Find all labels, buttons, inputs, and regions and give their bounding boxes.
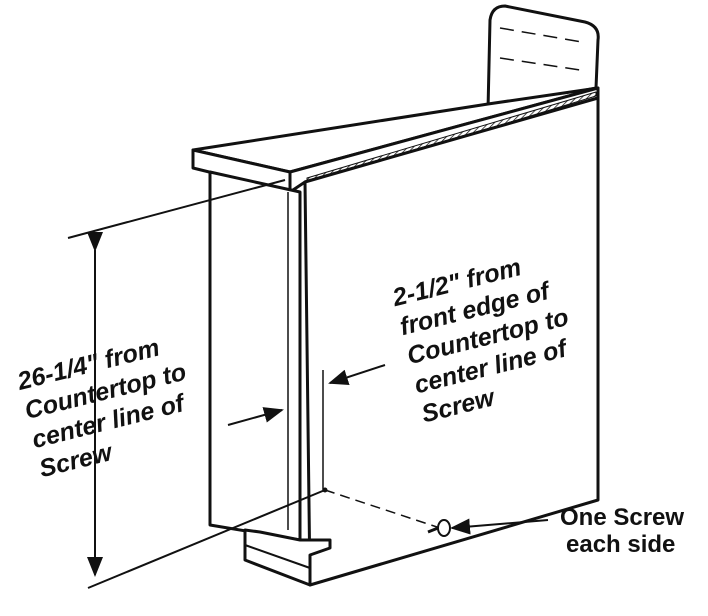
backsplash (486, 4, 600, 112)
cabinet (191, 4, 600, 587)
depth-label: 2-1/2" from front edge of Countertop to … (389, 253, 572, 428)
left-arrow (227, 407, 284, 426)
dimension-lines (67, 179, 549, 589)
height-label: 26-1/4" from Countertop to center line o… (14, 334, 190, 484)
depth-leader-arrow (328, 364, 386, 386)
screw-leader-arrow (450, 518, 549, 535)
screw-note-line-2: each side (566, 531, 675, 558)
side-panel (303, 96, 600, 587)
screw-note-line-1: One Screw (560, 504, 684, 531)
front-panel (208, 170, 302, 542)
screw-note: One Screw each side (560, 504, 684, 558)
screw-centerline-point (322, 487, 328, 493)
toe-kick (243, 528, 332, 587)
screw-icon (427, 519, 451, 537)
